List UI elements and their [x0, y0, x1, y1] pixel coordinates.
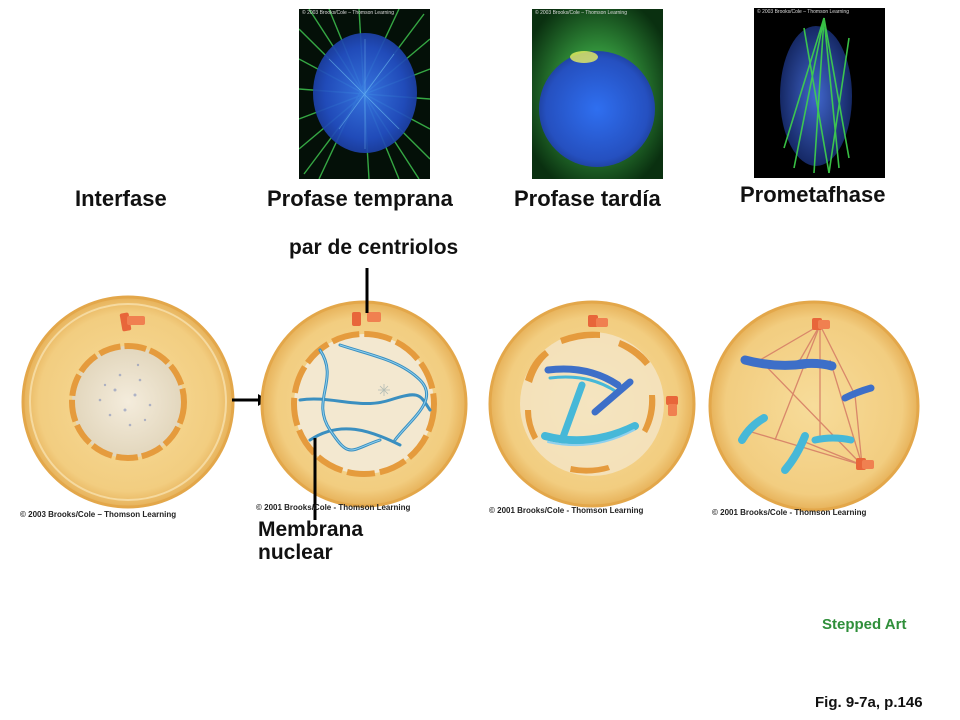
copyright-early-prophase: © 2001 Brooks/Cole - Thomson Learning — [256, 503, 411, 512]
cell-early-prophase — [260, 300, 468, 508]
micrograph-late-prophase: © 2003 Brooks/Cole – Thomson Learning — [532, 9, 663, 179]
photo-copyright: © 2003 Brooks/Cole – Thomson Learning — [757, 9, 849, 15]
centriole-pair — [352, 312, 381, 326]
label-early-prophase: Profase temprana — [267, 186, 453, 211]
chromosomes — [541, 365, 639, 447]
label-centriole-pair: par de centriolos — [289, 236, 459, 259]
centriole — [666, 396, 678, 416]
micrograph-prometaphase: © 2003 Brooks/Cole – Thomson Learning — [754, 8, 885, 178]
spindle-fibers — [744, 324, 863, 466]
cell-late-prophase — [488, 300, 696, 508]
nucleus — [69, 343, 187, 461]
photo-copyright: © 2003 Brooks/Cole – Thomson Learning — [535, 10, 627, 16]
label-prometaphase: Prometafhase — [740, 182, 886, 207]
centriole — [119, 312, 145, 332]
copyright-interphase: © 2003 Brooks/Cole – Thomson Learning — [20, 510, 177, 519]
copyright-prometaphase: © 2001 Brooks/Cole - Thomson Learning — [712, 508, 867, 517]
label-nuclear-membrane-line1: Membrana — [258, 518, 364, 541]
centriole — [856, 458, 874, 470]
label-nuclear-membrane-line2: nuclear — [258, 541, 333, 564]
aster — [378, 384, 390, 396]
cell-interphase — [21, 295, 235, 509]
centriole — [812, 318, 830, 330]
cell-prometaphase — [708, 300, 920, 512]
envelope-fragments — [525, 331, 656, 474]
stepped-art-label: Stepped Art — [822, 616, 907, 633]
label-nuclear-membrane: Membrana nuclear — [258, 518, 363, 564]
micrograph-early-prophase: © 2003 Brooks/Cole – Thomson Learning — [299, 9, 430, 179]
centriole — [588, 315, 608, 327]
photo-copyright: © 2003 Brooks/Cole – Thomson Learning — [302, 10, 394, 16]
label-interphase: Interfase — [75, 186, 167, 211]
copyright-late-prophase: © 2001 Brooks/Cole - Thomson Learning — [489, 506, 644, 515]
figure-reference: Fig. 9-7a, p.146 — [815, 694, 923, 711]
chromosomes — [738, 355, 875, 474]
label-late-prophase: Profase tardía — [514, 186, 661, 211]
